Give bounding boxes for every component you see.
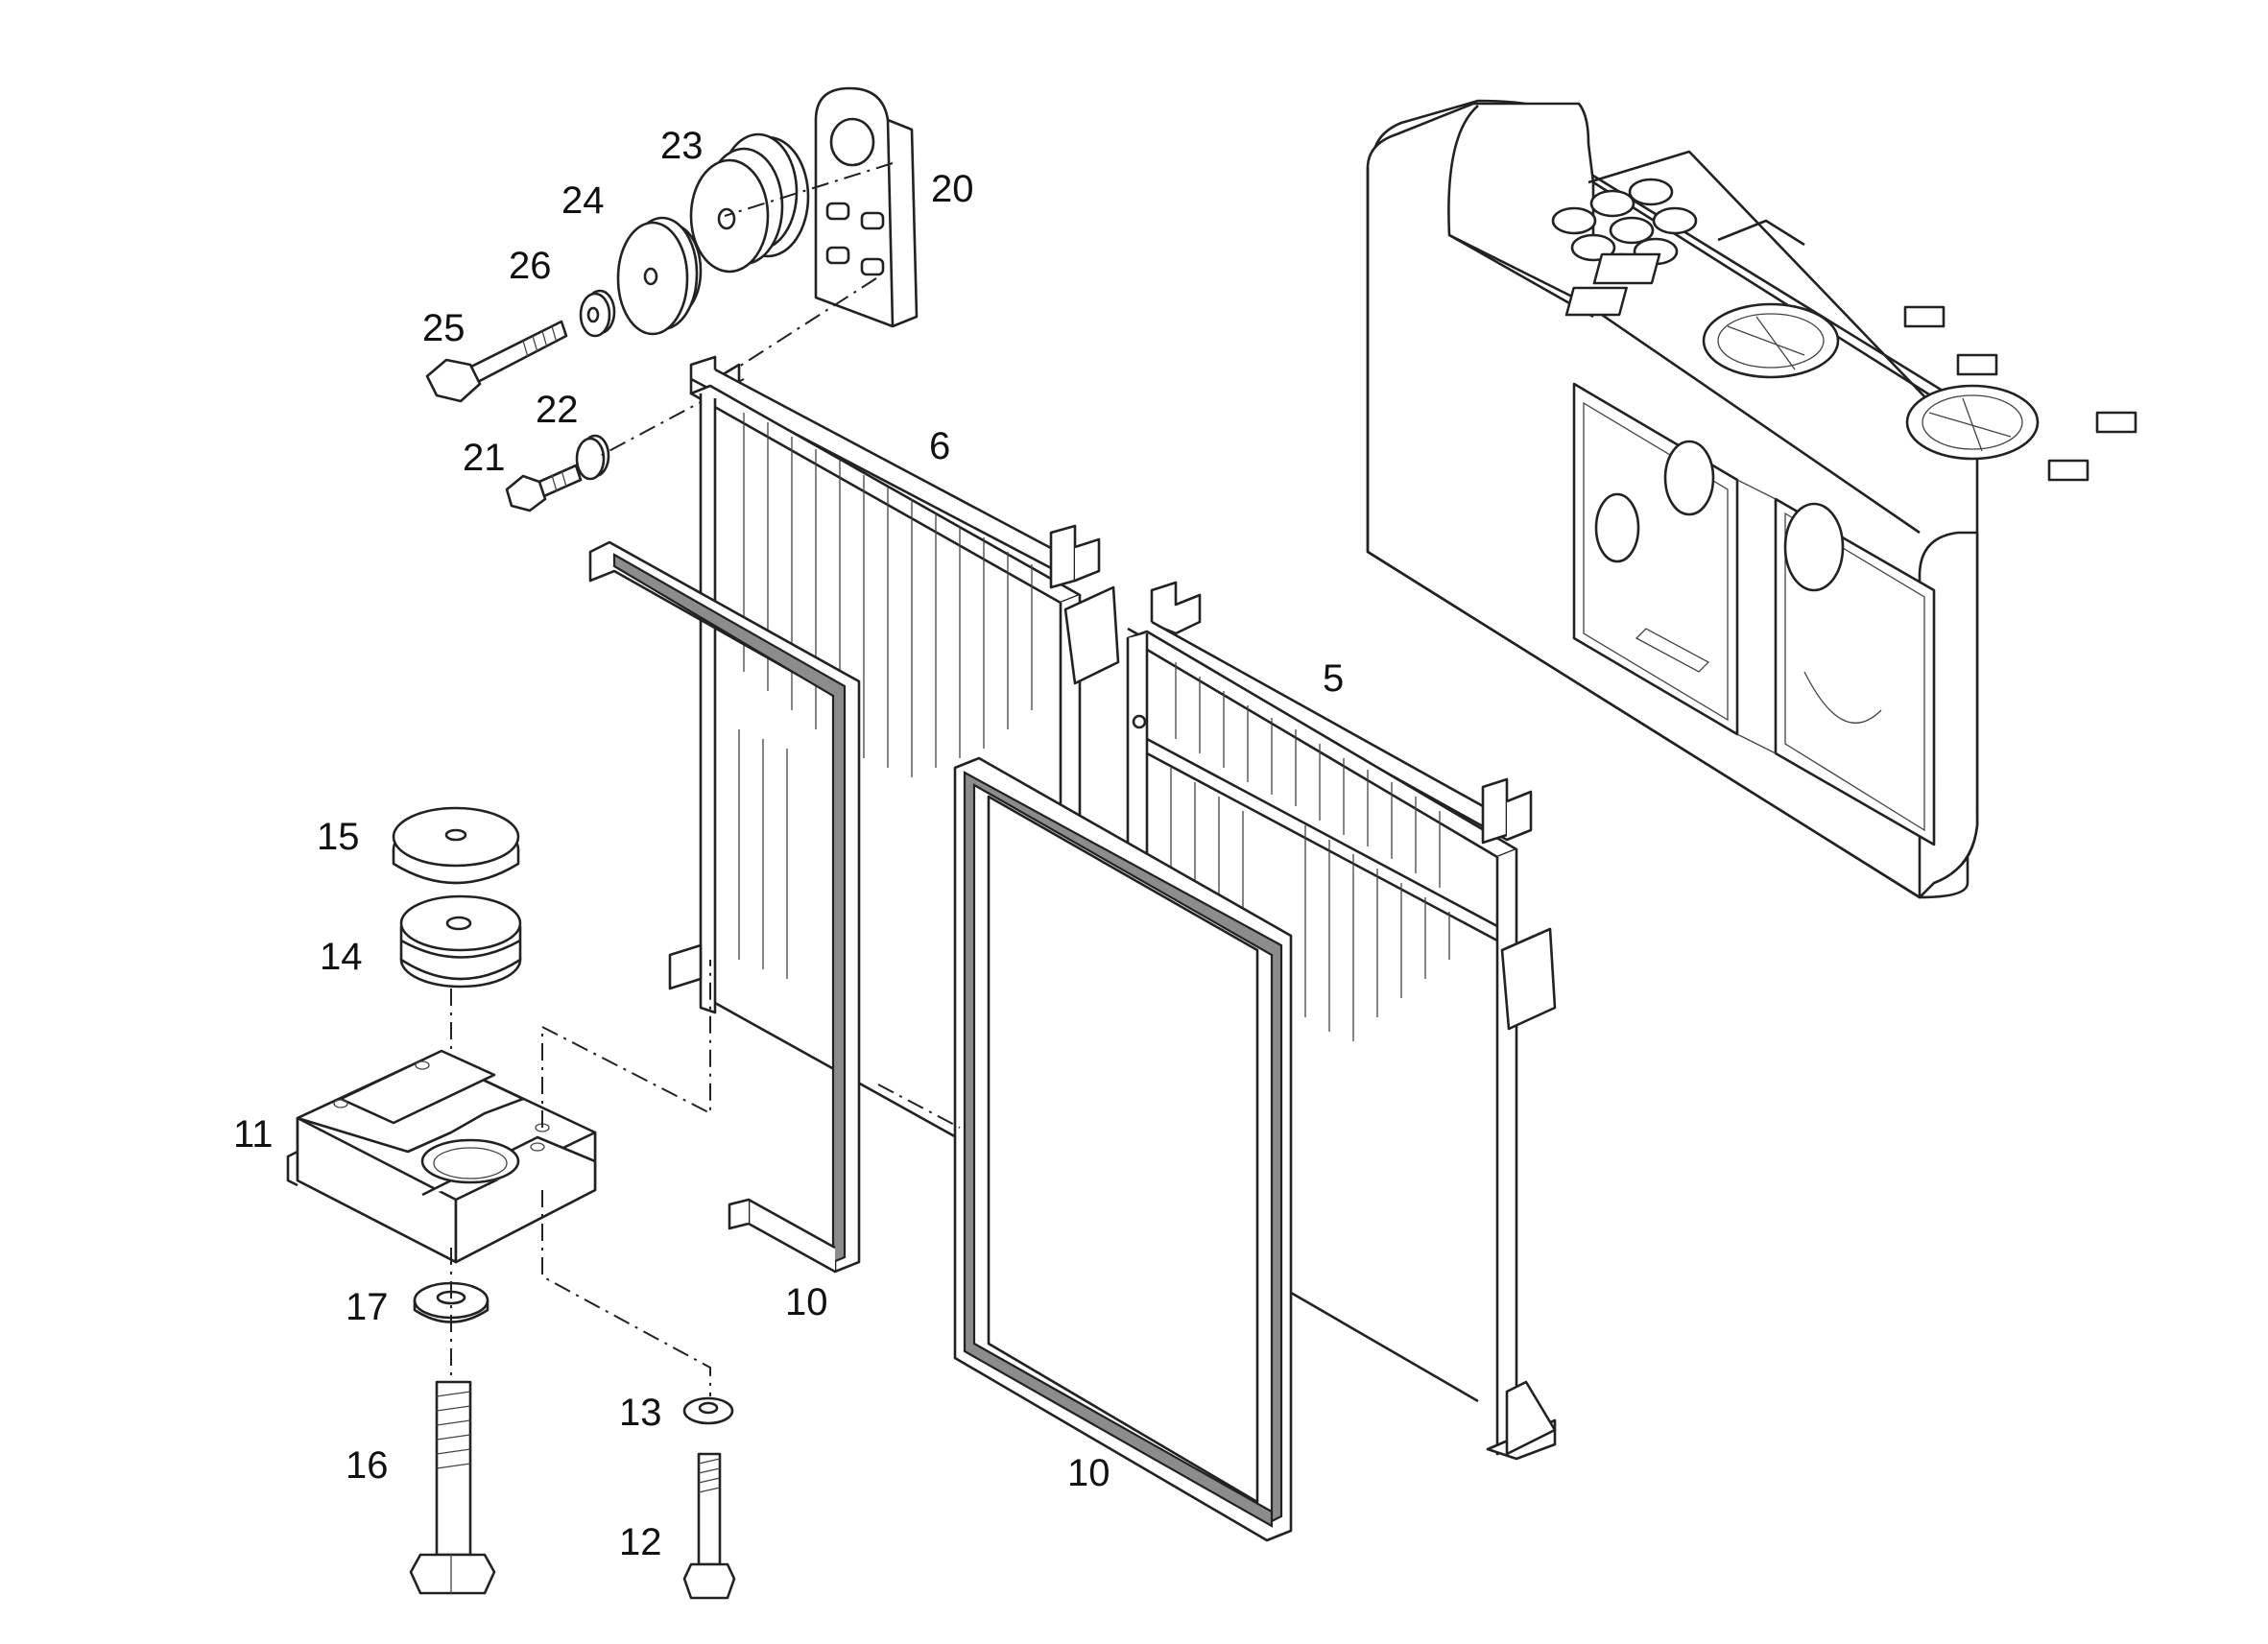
callout-labels: 5 6 10 10 11 12 13 14 15 16 17 20 21 22 … bbox=[233, 125, 1344, 1563]
rubber-mount-15 bbox=[392, 806, 520, 885]
bracket-20 bbox=[814, 86, 919, 328]
frame-6-fins bbox=[738, 413, 1033, 979]
washer-26 bbox=[579, 289, 616, 338]
callout-17: 17 bbox=[346, 1286, 389, 1328]
callout-11: 11 bbox=[233, 1113, 274, 1156]
callout-12: 12 bbox=[619, 1521, 662, 1563]
mount-base-11 bbox=[286, 1049, 597, 1264]
callout-24: 24 bbox=[561, 179, 605, 222]
callout-21: 21 bbox=[463, 437, 506, 479]
seal-frame-10-front bbox=[953, 756, 1293, 1542]
callout-20: 20 bbox=[931, 168, 974, 210]
rubber-mount-23 bbox=[689, 132, 810, 274]
bolt-21 bbox=[505, 464, 583, 512]
callout-25: 25 bbox=[422, 307, 466, 349]
top-port-large bbox=[1702, 302, 1840, 379]
washer-13 bbox=[682, 1396, 734, 1425]
bolt-16 bbox=[409, 1380, 496, 1595]
callout-10-front: 10 bbox=[1067, 1452, 1110, 1494]
machine-housing bbox=[1366, 99, 2137, 899]
top-port-large-2 bbox=[1905, 384, 2040, 461]
callout-14: 14 bbox=[320, 936, 363, 978]
bolt-25 bbox=[425, 320, 568, 403]
washer-22 bbox=[575, 434, 610, 481]
callout-10-rear: 10 bbox=[785, 1281, 828, 1323]
rubber-mount-24 bbox=[616, 216, 703, 336]
callout-13: 13 bbox=[619, 1392, 662, 1434]
callout-15: 15 bbox=[317, 816, 360, 858]
callout-26: 26 bbox=[509, 245, 552, 287]
rubber-mount-14 bbox=[399, 894, 522, 989]
callout-6: 6 bbox=[929, 425, 950, 467]
callout-22: 22 bbox=[536, 389, 579, 431]
frame-5-fins bbox=[1170, 662, 1450, 1123]
seal-frame-10-rear bbox=[588, 540, 861, 1274]
callout-16: 16 bbox=[346, 1444, 389, 1487]
callout-23: 23 bbox=[660, 125, 704, 167]
bolt-12 bbox=[682, 1452, 736, 1600]
callout-5: 5 bbox=[1323, 657, 1344, 700]
